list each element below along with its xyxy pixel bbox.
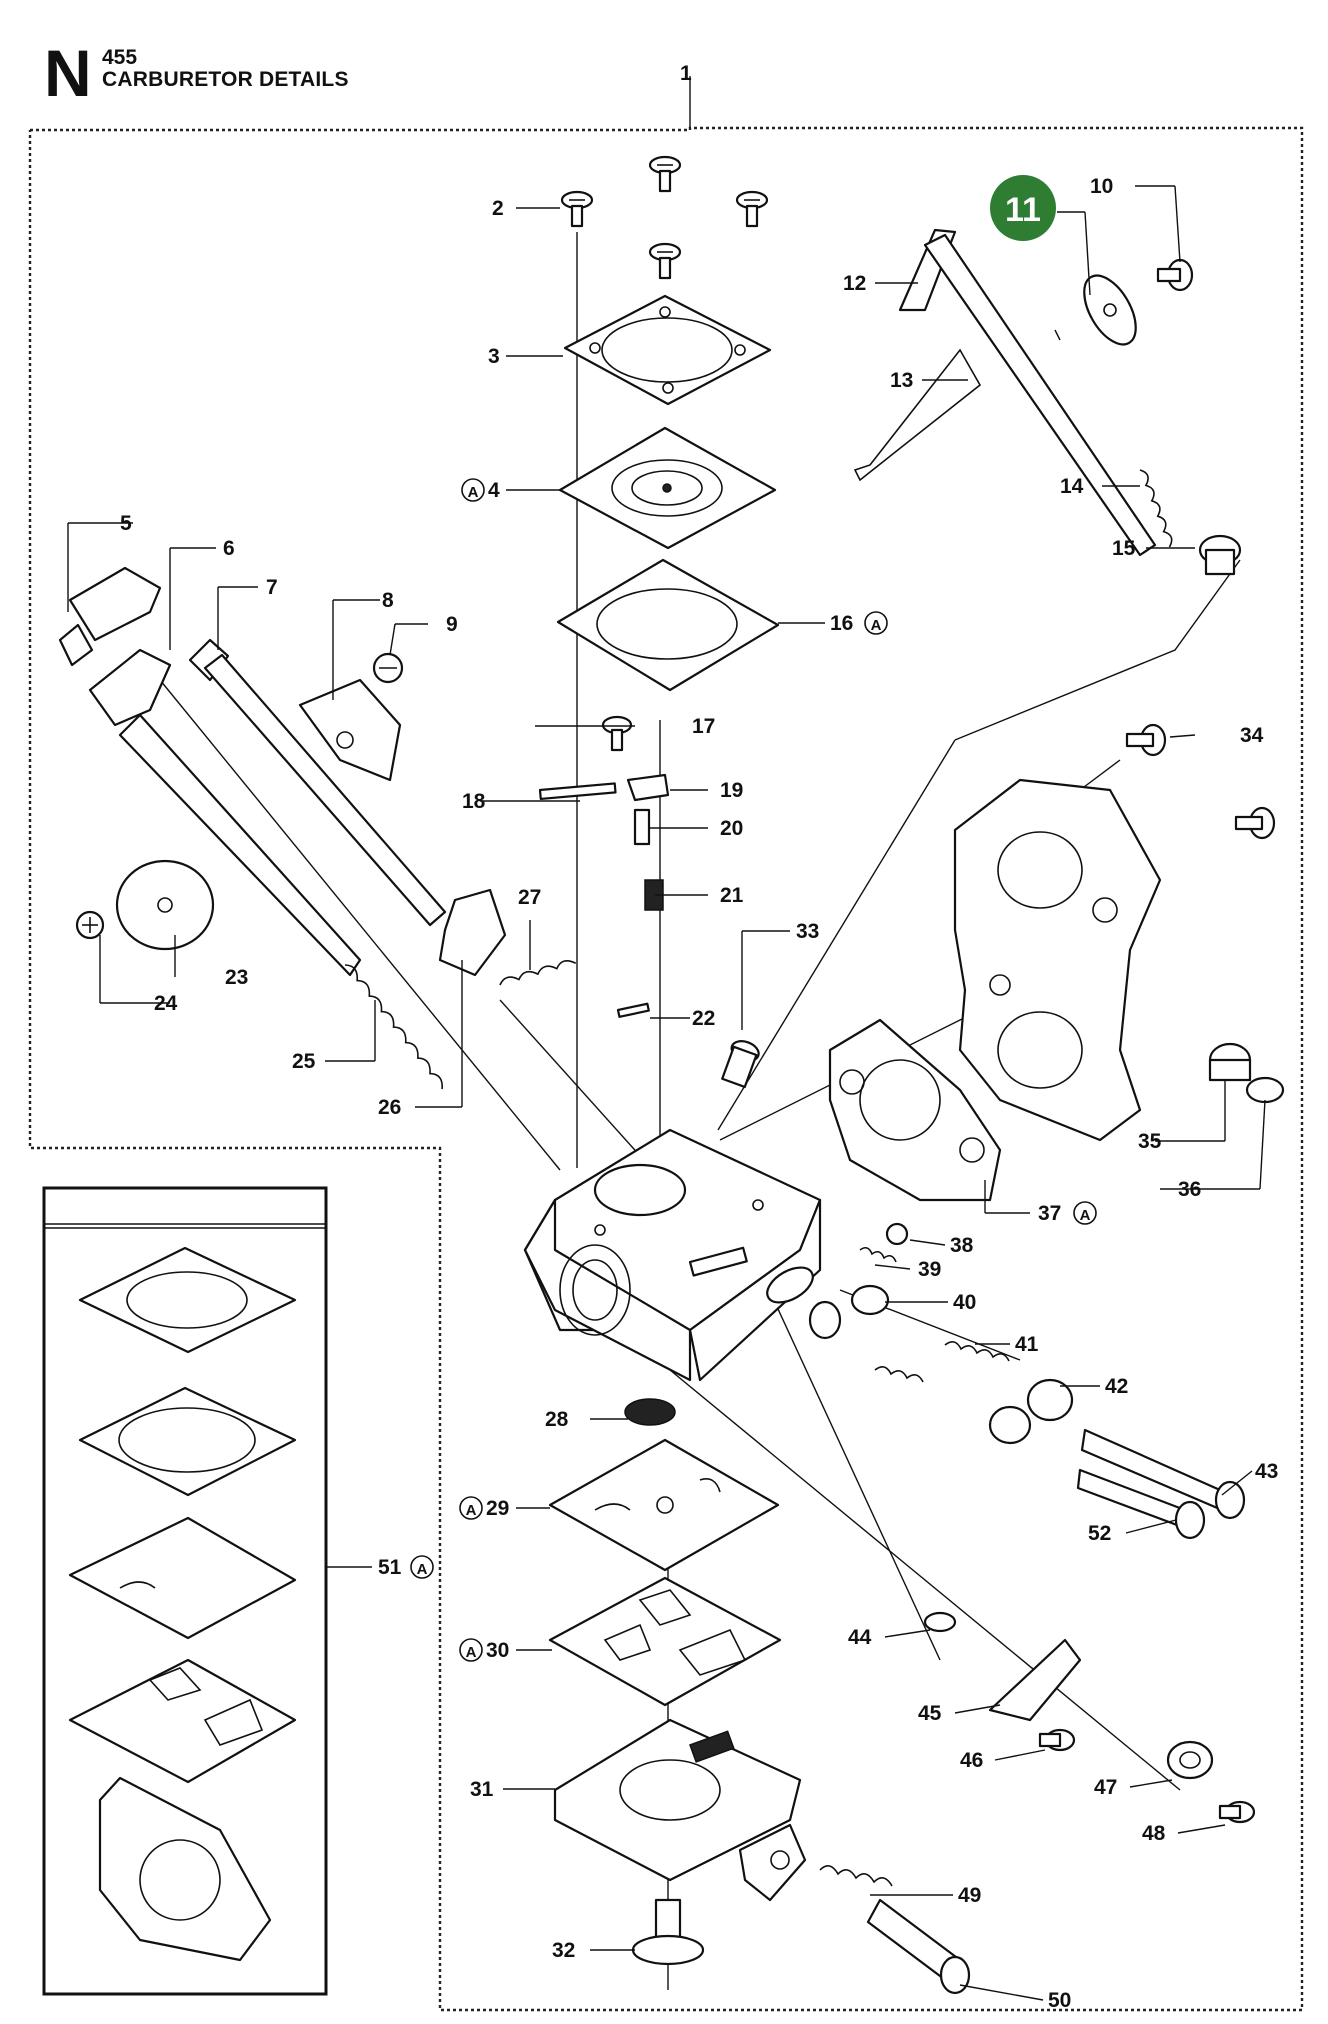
label-29: 29 bbox=[486, 1497, 509, 1520]
highlight-badge: 11 bbox=[990, 175, 1056, 241]
label-45: 45 bbox=[918, 1702, 942, 1725]
svg-text:A: A bbox=[468, 484, 479, 501]
label-3: 3 bbox=[488, 345, 500, 368]
adjusting-screws bbox=[808, 1222, 1246, 1540]
label-48: 48 bbox=[1142, 1822, 1166, 1845]
label-44: 44 bbox=[848, 1626, 872, 1649]
screw-group-1 bbox=[560, 155, 769, 280]
intake-flange bbox=[828, 723, 1285, 1202]
metering-cover bbox=[553, 1718, 807, 1902]
label-32: 32 bbox=[552, 1939, 575, 1962]
label-12: 12 bbox=[843, 272, 866, 295]
label-2: 2 bbox=[492, 197, 504, 220]
label-5: 5 bbox=[120, 512, 132, 535]
throttle-shaft-assembly bbox=[188, 638, 447, 927]
label-51: 51 bbox=[378, 1556, 402, 1579]
needle-33 bbox=[721, 1040, 760, 1089]
label-1: 1 bbox=[680, 62, 692, 85]
label-47: 47 bbox=[1094, 1776, 1117, 1799]
small-parts bbox=[923, 1611, 1256, 1824]
label-30: 30 bbox=[486, 1639, 509, 1662]
label-36: 36 bbox=[1178, 1178, 1201, 1201]
label-20: 20 bbox=[720, 817, 743, 840]
pump-gasket bbox=[556, 558, 780, 692]
label-19: 19 bbox=[720, 779, 743, 802]
label-28: 28 bbox=[545, 1408, 569, 1431]
kit-marker-30: A bbox=[459, 1638, 483, 1662]
label-9: 9 bbox=[446, 613, 458, 636]
kit-marker-4: A bbox=[461, 478, 485, 502]
label-52: 52 bbox=[1088, 1522, 1111, 1545]
filter-screen bbox=[624, 1398, 676, 1426]
label-26: 26 bbox=[378, 1096, 401, 1119]
assembly-boundary bbox=[28, 126, 1304, 2012]
label-27: 27 bbox=[518, 886, 541, 909]
kit-contents bbox=[68, 1246, 297, 1962]
label-16: 16 bbox=[830, 612, 853, 635]
label-4: 4 bbox=[488, 479, 500, 502]
inlet-needle-stack bbox=[538, 715, 670, 1018]
label-42: 42 bbox=[1105, 1375, 1128, 1398]
label-43: 43 bbox=[1255, 1460, 1278, 1483]
label-40: 40 bbox=[953, 1291, 976, 1314]
section-letter: N bbox=[44, 36, 92, 110]
label-35: 35 bbox=[1138, 1130, 1162, 1153]
label-33: 33 bbox=[796, 920, 819, 943]
metering-diaphragm bbox=[548, 1438, 780, 1572]
label-38: 38 bbox=[950, 1234, 974, 1257]
label-14: 14 bbox=[1060, 475, 1084, 498]
label-7: 7 bbox=[266, 576, 278, 599]
label-46: 46 bbox=[960, 1749, 983, 1772]
svg-text:A: A bbox=[417, 1561, 428, 1578]
label-6: 6 bbox=[223, 537, 235, 560]
label-24: 24 bbox=[154, 992, 178, 1015]
label-31: 31 bbox=[470, 1778, 494, 1801]
shaft-assembly-right bbox=[853, 228, 1242, 576]
svg-text:A: A bbox=[871, 617, 882, 634]
springs-left bbox=[344, 888, 577, 1090]
label-23: 23 bbox=[225, 966, 248, 989]
kit-marker-51: A bbox=[410, 1555, 434, 1579]
kit-marker-37: A bbox=[1073, 1201, 1097, 1225]
label-18: 18 bbox=[462, 790, 486, 813]
label-8: 8 bbox=[382, 589, 394, 612]
diaphragm bbox=[558, 426, 777, 550]
label-49: 49 bbox=[958, 1884, 981, 1907]
label-22: 22 bbox=[692, 1007, 715, 1030]
svg-text:A: A bbox=[466, 1644, 477, 1661]
pump-cover bbox=[563, 294, 772, 406]
label-13: 13 bbox=[890, 369, 913, 392]
label-10: 10 bbox=[1090, 175, 1113, 198]
model-number: 455 bbox=[102, 46, 138, 69]
label-15: 15 bbox=[1112, 537, 1136, 560]
label-21: 21 bbox=[720, 884, 744, 907]
label-leaders bbox=[67, 185, 1266, 2001]
metering-gasket bbox=[548, 1576, 782, 1707]
svg-text:11: 11 bbox=[1005, 191, 1041, 229]
svg-text:A: A bbox=[466, 1502, 477, 1519]
carburetor-body bbox=[523, 1128, 822, 1382]
page-title: CARBURETOR DETAILS bbox=[102, 68, 349, 91]
choke-shaft-assembly bbox=[58, 566, 362, 977]
kit-marker-29: A bbox=[459, 1496, 483, 1520]
label-39: 39 bbox=[918, 1258, 941, 1281]
bottom-screw bbox=[631, 1898, 705, 1966]
kit-markers: A A A A A A bbox=[410, 478, 1097, 1662]
label-37: 37 bbox=[1038, 1202, 1061, 1225]
idle-screw-49-50 bbox=[819, 1865, 971, 1995]
label-25: 25 bbox=[292, 1050, 316, 1073]
label-41: 41 bbox=[1015, 1333, 1039, 1356]
label-17: 17 bbox=[692, 715, 715, 738]
kit-marker-16: A bbox=[864, 611, 888, 635]
svg-text:A: A bbox=[1080, 1207, 1091, 1224]
part-labels: 1 2 3 4 5 6 7 8 9 10 12 13 14 15 16 17 1… bbox=[120, 62, 1278, 2012]
label-50: 50 bbox=[1048, 1989, 1071, 2012]
label-34: 34 bbox=[1240, 724, 1264, 747]
